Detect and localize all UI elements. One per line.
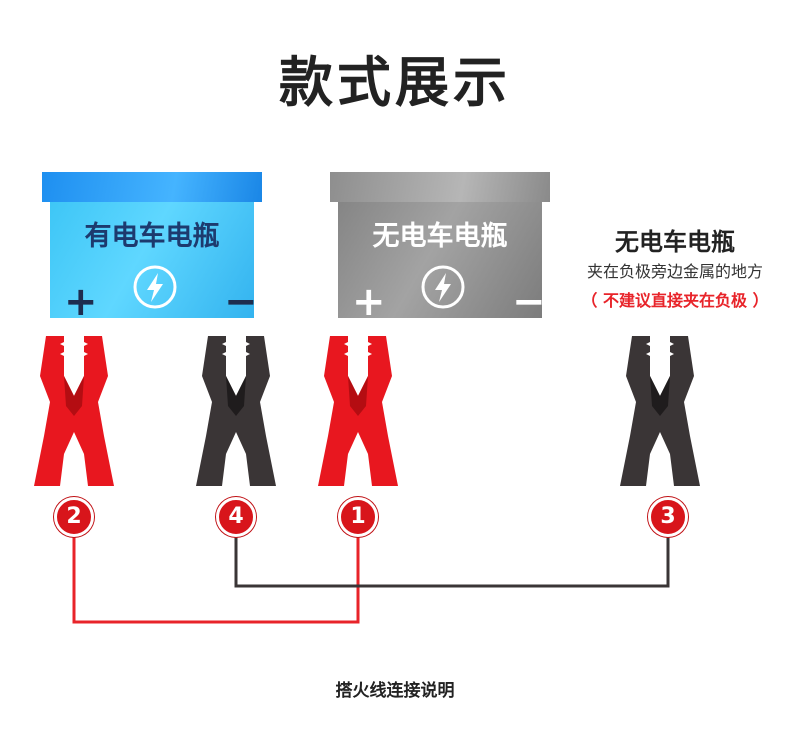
red-clamp xyxy=(318,336,398,486)
battery-with-power-label: 有电车电瓶 xyxy=(84,221,220,252)
diagram-caption: 搭火线连接说明 xyxy=(335,681,455,701)
negative-terminal-label: − xyxy=(512,279,546,325)
ground-point-warning: （ 不建议直接夹在负极 ） xyxy=(581,291,769,310)
step-badge-2: 2 xyxy=(54,497,94,537)
negative-terminal-label: − xyxy=(224,279,258,325)
battery-lid xyxy=(42,172,262,202)
battery-lid xyxy=(330,172,550,202)
ground-point-subtitle: 夹在负极旁边金属的地方 xyxy=(586,262,763,281)
red-clamp xyxy=(34,336,114,486)
page-title: 款式展示 xyxy=(279,51,511,114)
step-badge-1: 1 xyxy=(338,497,378,537)
lightning-bolt-icon xyxy=(421,265,465,309)
black-clamp xyxy=(620,336,700,486)
lightning-bolt-icon xyxy=(133,265,177,309)
positive-terminal-label: + xyxy=(352,279,386,325)
black-cable xyxy=(234,534,670,588)
black-clamp xyxy=(196,336,276,486)
step-badge-4: 4 xyxy=(216,497,256,537)
battery-without-power-label: 无电车电瓶 xyxy=(372,221,508,252)
step-badge-3: 3 xyxy=(648,497,688,537)
red-cable xyxy=(72,534,360,624)
positive-terminal-label: + xyxy=(64,279,98,325)
ground-point-title: 无电车电瓶 xyxy=(615,228,735,256)
